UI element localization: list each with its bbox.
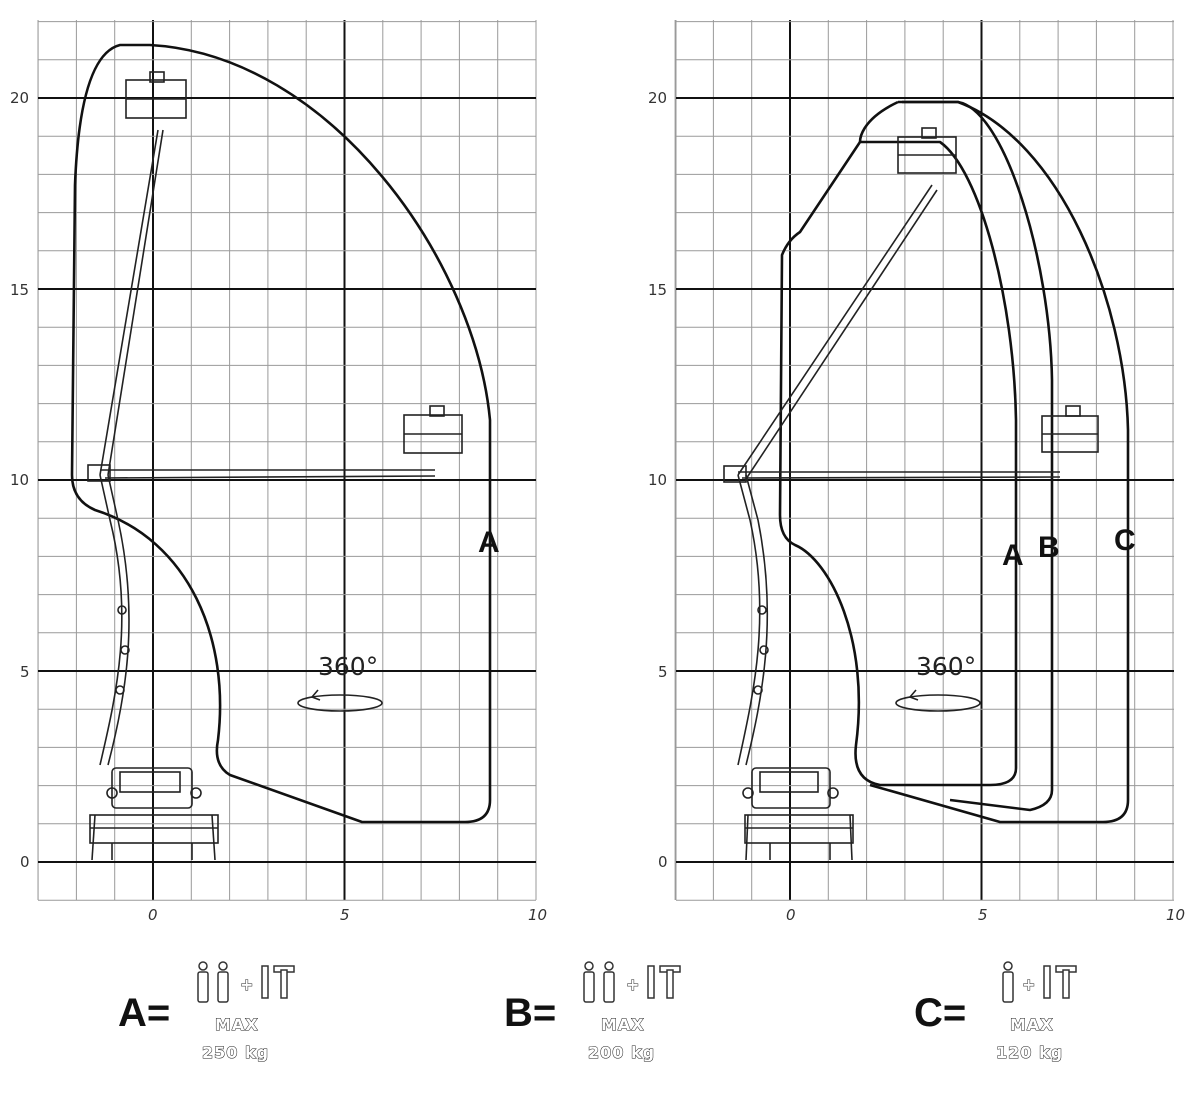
legend-weight-c: 120 kg: [996, 1043, 1063, 1062]
legend-item-c: C= + MAX 120 kg: [914, 961, 1077, 1063]
y-tick-20: 20: [648, 89, 667, 107]
boom: [87, 129, 436, 766]
basket-icon: [125, 71, 187, 119]
y-tick-0: 0: [658, 853, 668, 871]
y-tick-15: 15: [648, 281, 667, 299]
person-icon: [583, 961, 595, 1003]
x-tick-5: 5: [340, 906, 350, 924]
y-tick-20: 20: [10, 89, 29, 107]
rotation-label: 360°: [916, 652, 976, 681]
truck-icon: [89, 767, 219, 861]
working-range-panel-left: 20 15 10 5 0 0 5 10 A 360°: [10, 20, 547, 924]
curve-label-c: C: [1114, 524, 1136, 557]
y-tick-10: 10: [10, 471, 29, 489]
legend-weight-a: 250 kg: [202, 1043, 269, 1062]
tools-icon: [647, 965, 681, 999]
boom: [723, 184, 1061, 766]
x-tick-10: 10: [1166, 906, 1185, 924]
legend-key-b: B=: [504, 991, 556, 1035]
legend-key-c: C=: [914, 991, 966, 1035]
plus-icon: +: [626, 975, 640, 994]
load-legend: A= + MAX 250 kg B= +: [118, 961, 1077, 1063]
y-tick-0: 0: [20, 853, 30, 871]
x-tick-10: 10: [528, 906, 547, 924]
truck-icon: [742, 767, 854, 861]
y-tick-15: 15: [10, 281, 29, 299]
tools-icon: [261, 965, 295, 999]
envelope-a: [778, 140, 1018, 787]
plus-icon: +: [240, 975, 254, 994]
curve-label-a: A: [478, 526, 500, 559]
legend-weight-b: 200 kg: [588, 1043, 655, 1062]
rotation-arrow-icon: [297, 689, 383, 712]
y-tick-5: 5: [658, 663, 668, 681]
tools-icon: [1043, 965, 1077, 999]
x-tick-0: 0: [148, 906, 158, 924]
curve-label-b: B: [1038, 531, 1060, 564]
legend-max-c: MAX: [1010, 1015, 1054, 1034]
legend-max-b: MAX: [601, 1015, 645, 1034]
y-tick-5: 5: [20, 663, 30, 681]
grid-left: [37, 20, 537, 901]
person-icon: [603, 961, 615, 1003]
basket-icon: [1041, 405, 1099, 453]
rotation-arrow-icon: [895, 689, 981, 712]
basket-icon: [403, 405, 463, 454]
legend-item-b: B= + MAX 200 kg: [504, 961, 681, 1063]
legend-item-a: A= + MAX 250 kg: [118, 961, 295, 1063]
rotation-label: 360°: [318, 652, 378, 681]
envelope-c: [858, 100, 1130, 824]
grid-right: [674, 20, 1174, 901]
person-icon: [1002, 961, 1014, 1003]
person-icon: [197, 961, 209, 1003]
x-tick-0: 0: [786, 906, 796, 924]
envelope-a: [70, 43, 492, 824]
person-icon: [217, 961, 229, 1003]
legend-max-a: MAX: [215, 1015, 259, 1034]
curve-label-a: A: [1002, 539, 1024, 572]
plus-icon: +: [1022, 975, 1036, 994]
y-tick-10: 10: [648, 471, 667, 489]
x-tick-5: 5: [978, 906, 988, 924]
legend-key-a: A=: [118, 991, 170, 1035]
working-range-panel-right: 20 15 10 5 0 0 5 10 A B C 360°: [648, 20, 1185, 924]
basket-icon: [897, 127, 957, 174]
envelope-b: [898, 100, 1054, 812]
